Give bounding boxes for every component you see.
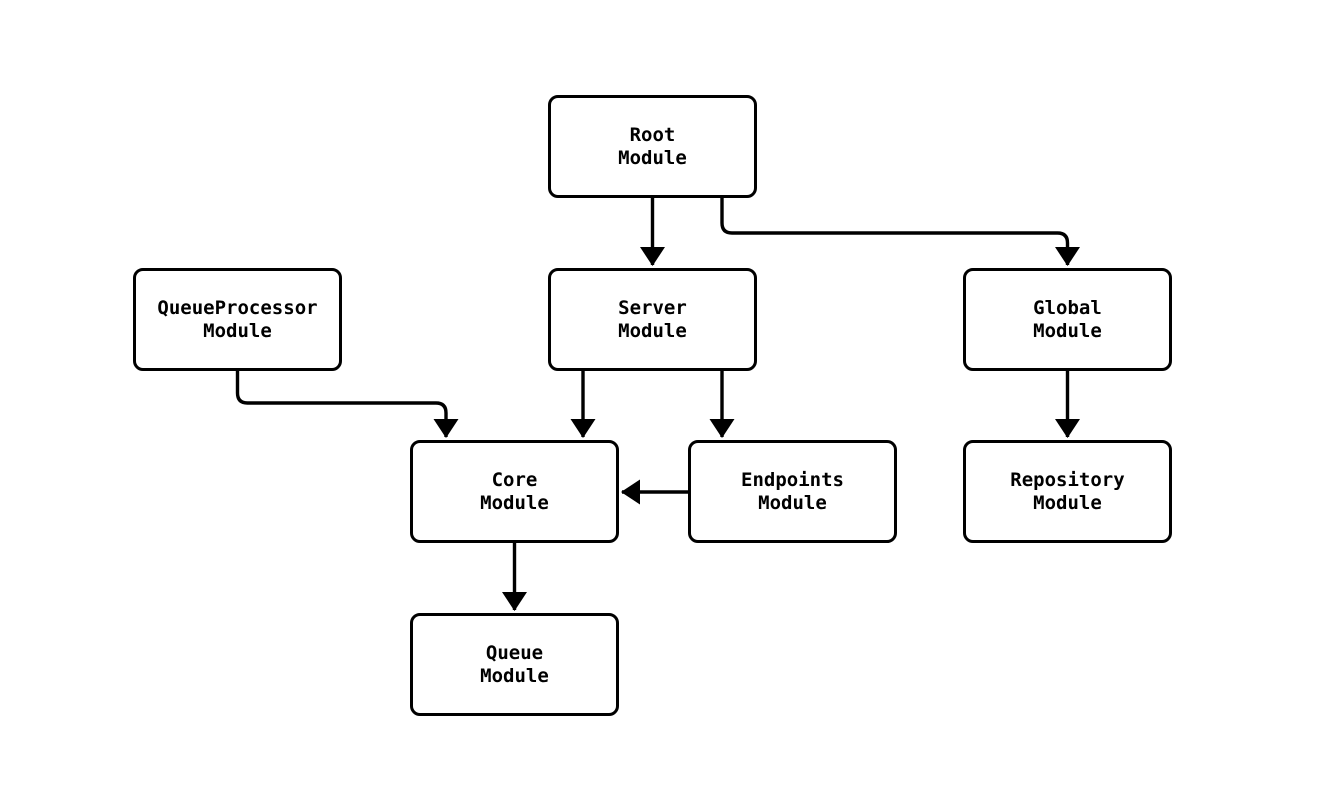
node-queueprocessor-module: QueueProcessor Module: [133, 268, 342, 371]
node-server-module: Server Module: [548, 268, 757, 371]
node-global-module: Global Module: [963, 268, 1172, 371]
node-repository-module-label: Repository Module: [1010, 468, 1125, 514]
node-global-module-label: Global Module: [1033, 296, 1102, 342]
node-endpoints-module-label: Endpoints Module: [741, 468, 844, 514]
node-endpoints-module: Endpoints Module: [688, 440, 897, 543]
node-core-module-label: Core Module: [480, 468, 549, 514]
edge-queueprocessor-to-core: [235, 371, 459, 438]
edge-root-to-global: [720, 198, 1080, 266]
node-server-module-label: Server Module: [618, 296, 687, 342]
node-queue-module: Queue Module: [410, 613, 619, 716]
node-core-module: Core Module: [410, 440, 619, 543]
node-root-module-label: Root Module: [618, 123, 687, 169]
node-root-module: Root Module: [548, 95, 757, 198]
node-repository-module: Repository Module: [963, 440, 1172, 543]
node-queueprocessor-module-label: QueueProcessor Module: [157, 296, 318, 342]
node-queue-module-label: Queue Module: [480, 641, 549, 687]
